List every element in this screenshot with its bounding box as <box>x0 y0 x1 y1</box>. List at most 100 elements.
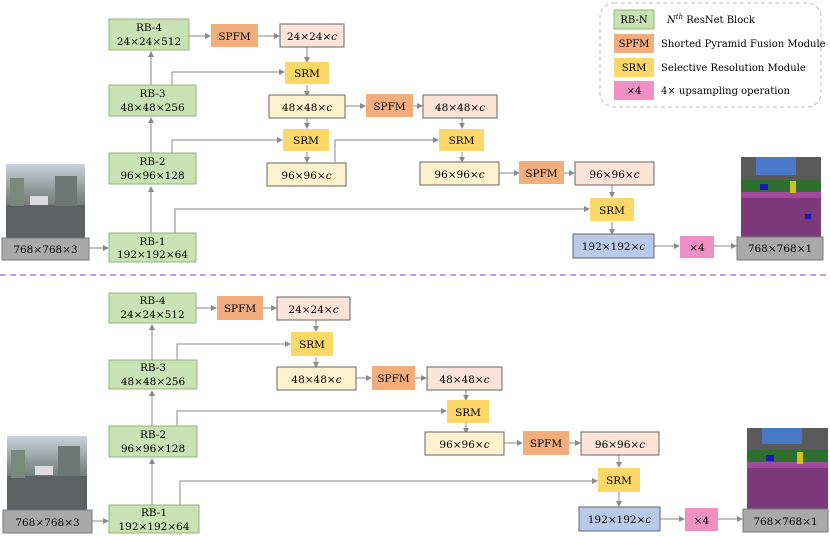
rb2-title: RB-2 <box>139 156 165 168</box>
input-size-box <box>1 237 90 261</box>
upsample-block <box>680 236 714 258</box>
output-segmentation-image <box>741 157 821 237</box>
spfm-label: SPFM <box>530 438 563 450</box>
srm-label: SRM <box>455 407 481 419</box>
feature-24 <box>276 296 351 321</box>
spfm-block <box>217 296 263 320</box>
rb4-title: RB-4 <box>136 22 162 34</box>
diagram-bottom: 768×768×3 RB-1 192×192×64 RB-2 96×96×128… <box>2 292 829 534</box>
spfm-block <box>523 431 569 455</box>
spfm-label: SPFM <box>218 31 251 43</box>
rb1-dim: 192×192×64 <box>118 521 189 533</box>
feature-96-label: 96×96×c <box>439 439 489 451</box>
spfm-label: SPFM <box>373 101 406 113</box>
rb2-block <box>108 152 197 185</box>
legend-text-spfm: Shorted Pyramid Fusion Module <box>661 39 826 50</box>
rb4-title: RB-4 <box>139 295 165 307</box>
spfm-block <box>366 94 413 117</box>
legend-frame <box>599 2 822 108</box>
rb2-title: RB-2 <box>140 429 166 441</box>
legend-text-srm: Selective Resolution Module <box>661 63 806 74</box>
feature-96-label: 96×96×c <box>281 170 331 182</box>
legend-swatch-up <box>614 81 654 100</box>
legend: RB-N Nth ResNet Block SPFM Shorted Pyram… <box>599 2 826 108</box>
upsample-block <box>685 508 718 531</box>
feature-48-label: 48×48×c <box>282 102 332 114</box>
legend-key-srm: SRM <box>622 63 647 74</box>
feature-192 <box>578 506 661 532</box>
feature-48-label: 48×48×c <box>435 102 485 114</box>
srm-block <box>447 400 489 423</box>
feature-96-label: 96×96×c <box>595 439 645 451</box>
rb1-dim: 192×192×64 <box>117 249 188 261</box>
feature-48 <box>276 366 357 391</box>
srm-label: SRM <box>599 205 625 217</box>
connectors-top <box>89 33 737 251</box>
spfm-block <box>372 366 415 390</box>
feature-96-label: 96×96×c <box>589 169 639 181</box>
output-segmentation-image <box>747 428 828 509</box>
legend-key-spfm: SPFM <box>619 39 650 50</box>
legend-swatch-spfm <box>614 34 654 53</box>
output-size-label: 768×768×1 <box>753 516 817 528</box>
rb3-title: RB-3 <box>140 362 166 374</box>
upsample-label: ×4 <box>689 242 705 254</box>
srm-block <box>590 198 634 221</box>
legend-swatch-srm <box>614 58 654 77</box>
legend-key-up: ×4 <box>627 86 642 97</box>
srm-label: SRM <box>299 339 325 351</box>
srm-label: SRM <box>449 135 475 147</box>
rb2-dim: 96×96×128 <box>121 443 185 455</box>
srm-label: SRM <box>293 135 319 147</box>
spfm-block <box>519 161 564 184</box>
upsample-label: ×4 <box>694 515 710 527</box>
input-size-label: 768×768×3 <box>13 244 77 256</box>
output-size-box <box>742 508 829 533</box>
rb3-block <box>108 359 198 390</box>
feature-48-label: 48×48×c <box>291 374 341 386</box>
feature-96 <box>266 162 347 187</box>
rb2-block <box>108 425 198 458</box>
feature-24-label: 24×24×c <box>288 304 338 316</box>
srm-block <box>439 129 484 151</box>
feature-96 <box>419 161 500 186</box>
rb3-dim: 48×48×256 <box>121 376 186 388</box>
feature-48 <box>422 94 498 119</box>
output-size-box <box>736 236 824 261</box>
diagram-top: 768×768×3 RB-1 192×192×64 RB-2 96×96×128… <box>1 18 824 263</box>
rb4-dim: 24×24×512 <box>117 36 181 48</box>
feature-96 <box>424 431 505 456</box>
rb4-dim: 24×24×512 <box>120 309 184 321</box>
rb2-dim: 96×96×128 <box>120 170 184 182</box>
feature-48-label: 48×48×c <box>439 374 489 386</box>
srm-block <box>285 62 329 84</box>
spfm-label: SPFM <box>224 303 257 315</box>
spfm-label: SPFM <box>377 373 410 385</box>
input-street-image <box>6 164 85 238</box>
rb4-block <box>108 18 190 51</box>
srm-block <box>291 332 333 356</box>
rb1-title: RB-1 <box>141 507 167 519</box>
feature-96 <box>580 431 660 456</box>
feature-192-label: 192×192×c <box>588 514 652 526</box>
input-size-box <box>2 509 93 534</box>
input-street-image <box>7 436 87 510</box>
feature-24-label: 24×24×c <box>287 31 337 43</box>
feature-24 <box>279 23 345 48</box>
spfm-label: SPFM <box>525 168 558 180</box>
connectors-bottom <box>92 305 743 524</box>
rb3-block <box>108 84 197 117</box>
legend-swatch-rb <box>613 9 655 30</box>
rb4-block <box>108 292 197 324</box>
spfm-block <box>211 24 258 47</box>
rb1-block <box>108 504 200 534</box>
output-size-label: 768×768×1 <box>748 243 812 255</box>
rb3-title: RB-3 <box>139 88 165 100</box>
rb1-title: RB-1 <box>139 236 165 248</box>
feature-192 <box>572 233 655 259</box>
srm-label: SRM <box>606 475 632 487</box>
srm-block <box>598 468 640 492</box>
legend-text-up: 4× upsampling operation <box>661 86 790 97</box>
legend-key-rb: RB-N <box>620 15 647 26</box>
